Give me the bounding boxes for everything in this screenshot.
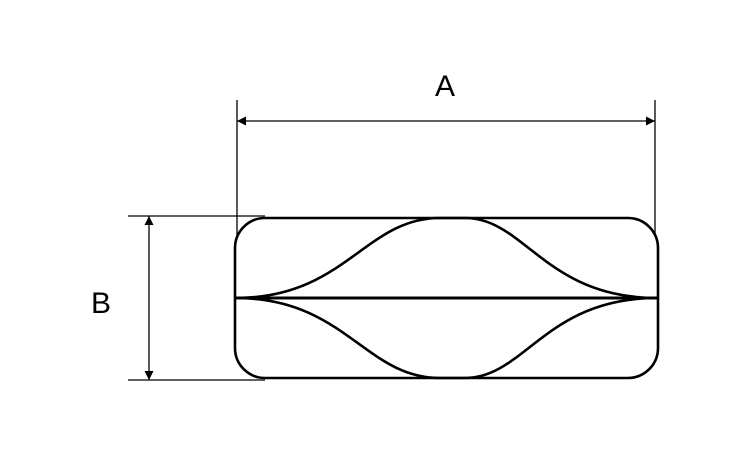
dimension-label-a: A <box>435 70 455 103</box>
part-outline <box>233 216 660 380</box>
dimension-label-b: B <box>91 287 111 320</box>
upper-curve <box>235 216 658 300</box>
dimension-b: B <box>91 215 265 381</box>
dimension-a: A <box>236 70 656 235</box>
lower-curve <box>235 296 658 380</box>
